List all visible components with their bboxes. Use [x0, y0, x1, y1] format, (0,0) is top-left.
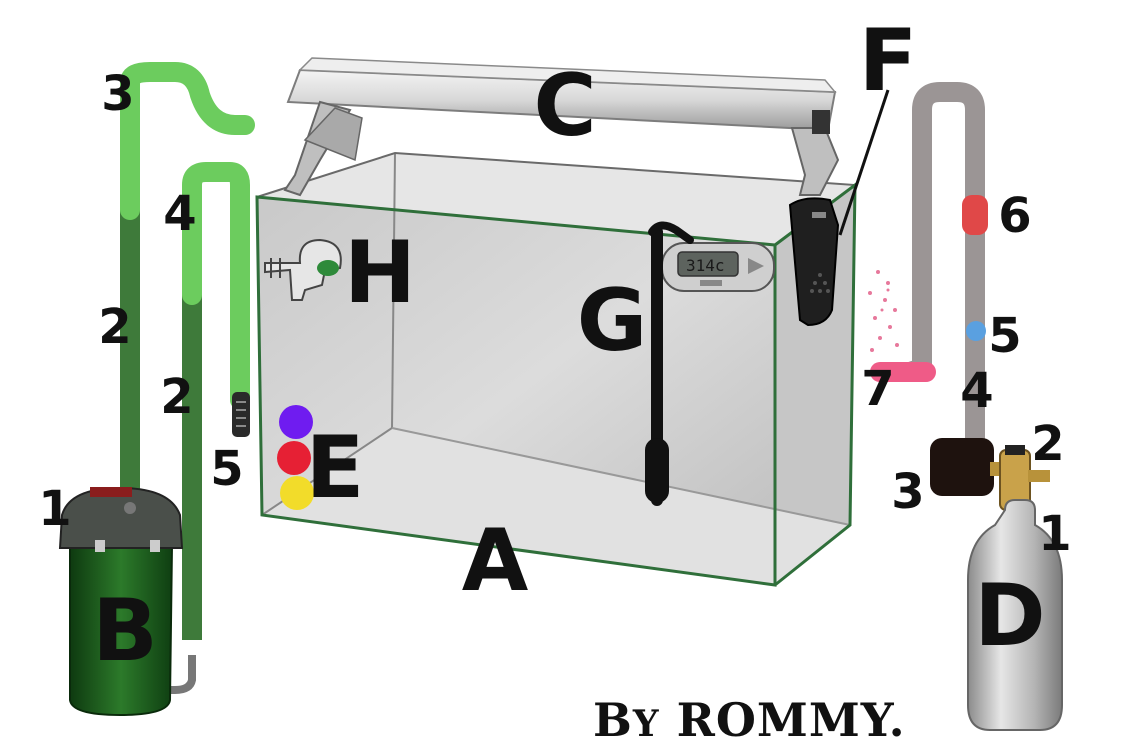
co2-bubbles	[868, 270, 899, 352]
credit-name: ROMMY.	[676, 693, 906, 747]
co2-num-4: 4	[960, 363, 993, 419]
label-tank: A	[462, 511, 529, 611]
label-co2: D	[974, 566, 1045, 666]
labels: A B C D E F G H 1 2 2 3 4 5 1 2 3 4 5 6 …	[38, 11, 1071, 681]
hose-fitting	[264, 238, 342, 301]
credit-text: BY ROMMY.	[593, 693, 906, 747]
bubble-counter	[962, 195, 988, 235]
digital-thermometer: 314c	[661, 242, 775, 292]
color-dot-purple	[279, 405, 313, 439]
label-filter: B	[92, 581, 158, 681]
label-heater: G	[577, 271, 648, 371]
label-fan: F	[859, 11, 918, 111]
filter-num-1: 1	[38, 481, 71, 537]
canister-filter-system	[58, 62, 255, 717]
color-dot-red	[277, 441, 311, 475]
label-colors: E	[306, 418, 365, 518]
filter-num-2a: 2	[98, 299, 131, 355]
co2-num-5: 5	[988, 308, 1021, 364]
svg-text:314c: 314c	[686, 256, 725, 275]
co2-num-1: 1	[1038, 506, 1071, 562]
check-valve	[966, 321, 986, 341]
co2-diffuser	[870, 362, 936, 382]
clip-on-fan	[788, 89, 890, 327]
aquarium-tank	[255, 151, 858, 587]
co2-num-2: 2	[1031, 416, 1064, 472]
color-dot-yellow	[280, 476, 314, 510]
heater	[645, 221, 694, 506]
label-hose: H	[344, 223, 416, 323]
co2-num-6: 6	[998, 188, 1031, 244]
aquarium-light	[283, 57, 840, 197]
filter-num-5: 5	[210, 441, 243, 497]
credit-initial: B	[593, 693, 633, 747]
co2-num-3: 3	[891, 464, 924, 520]
filter-num-2b: 2	[160, 369, 193, 425]
label-light: C	[533, 56, 596, 156]
co2-num-7: 7	[861, 361, 894, 417]
credit-rest: Y	[632, 703, 660, 745]
co2-system	[868, 82, 1063, 731]
filter-num-3: 3	[101, 66, 134, 122]
filter-num-4: 4	[163, 186, 196, 242]
